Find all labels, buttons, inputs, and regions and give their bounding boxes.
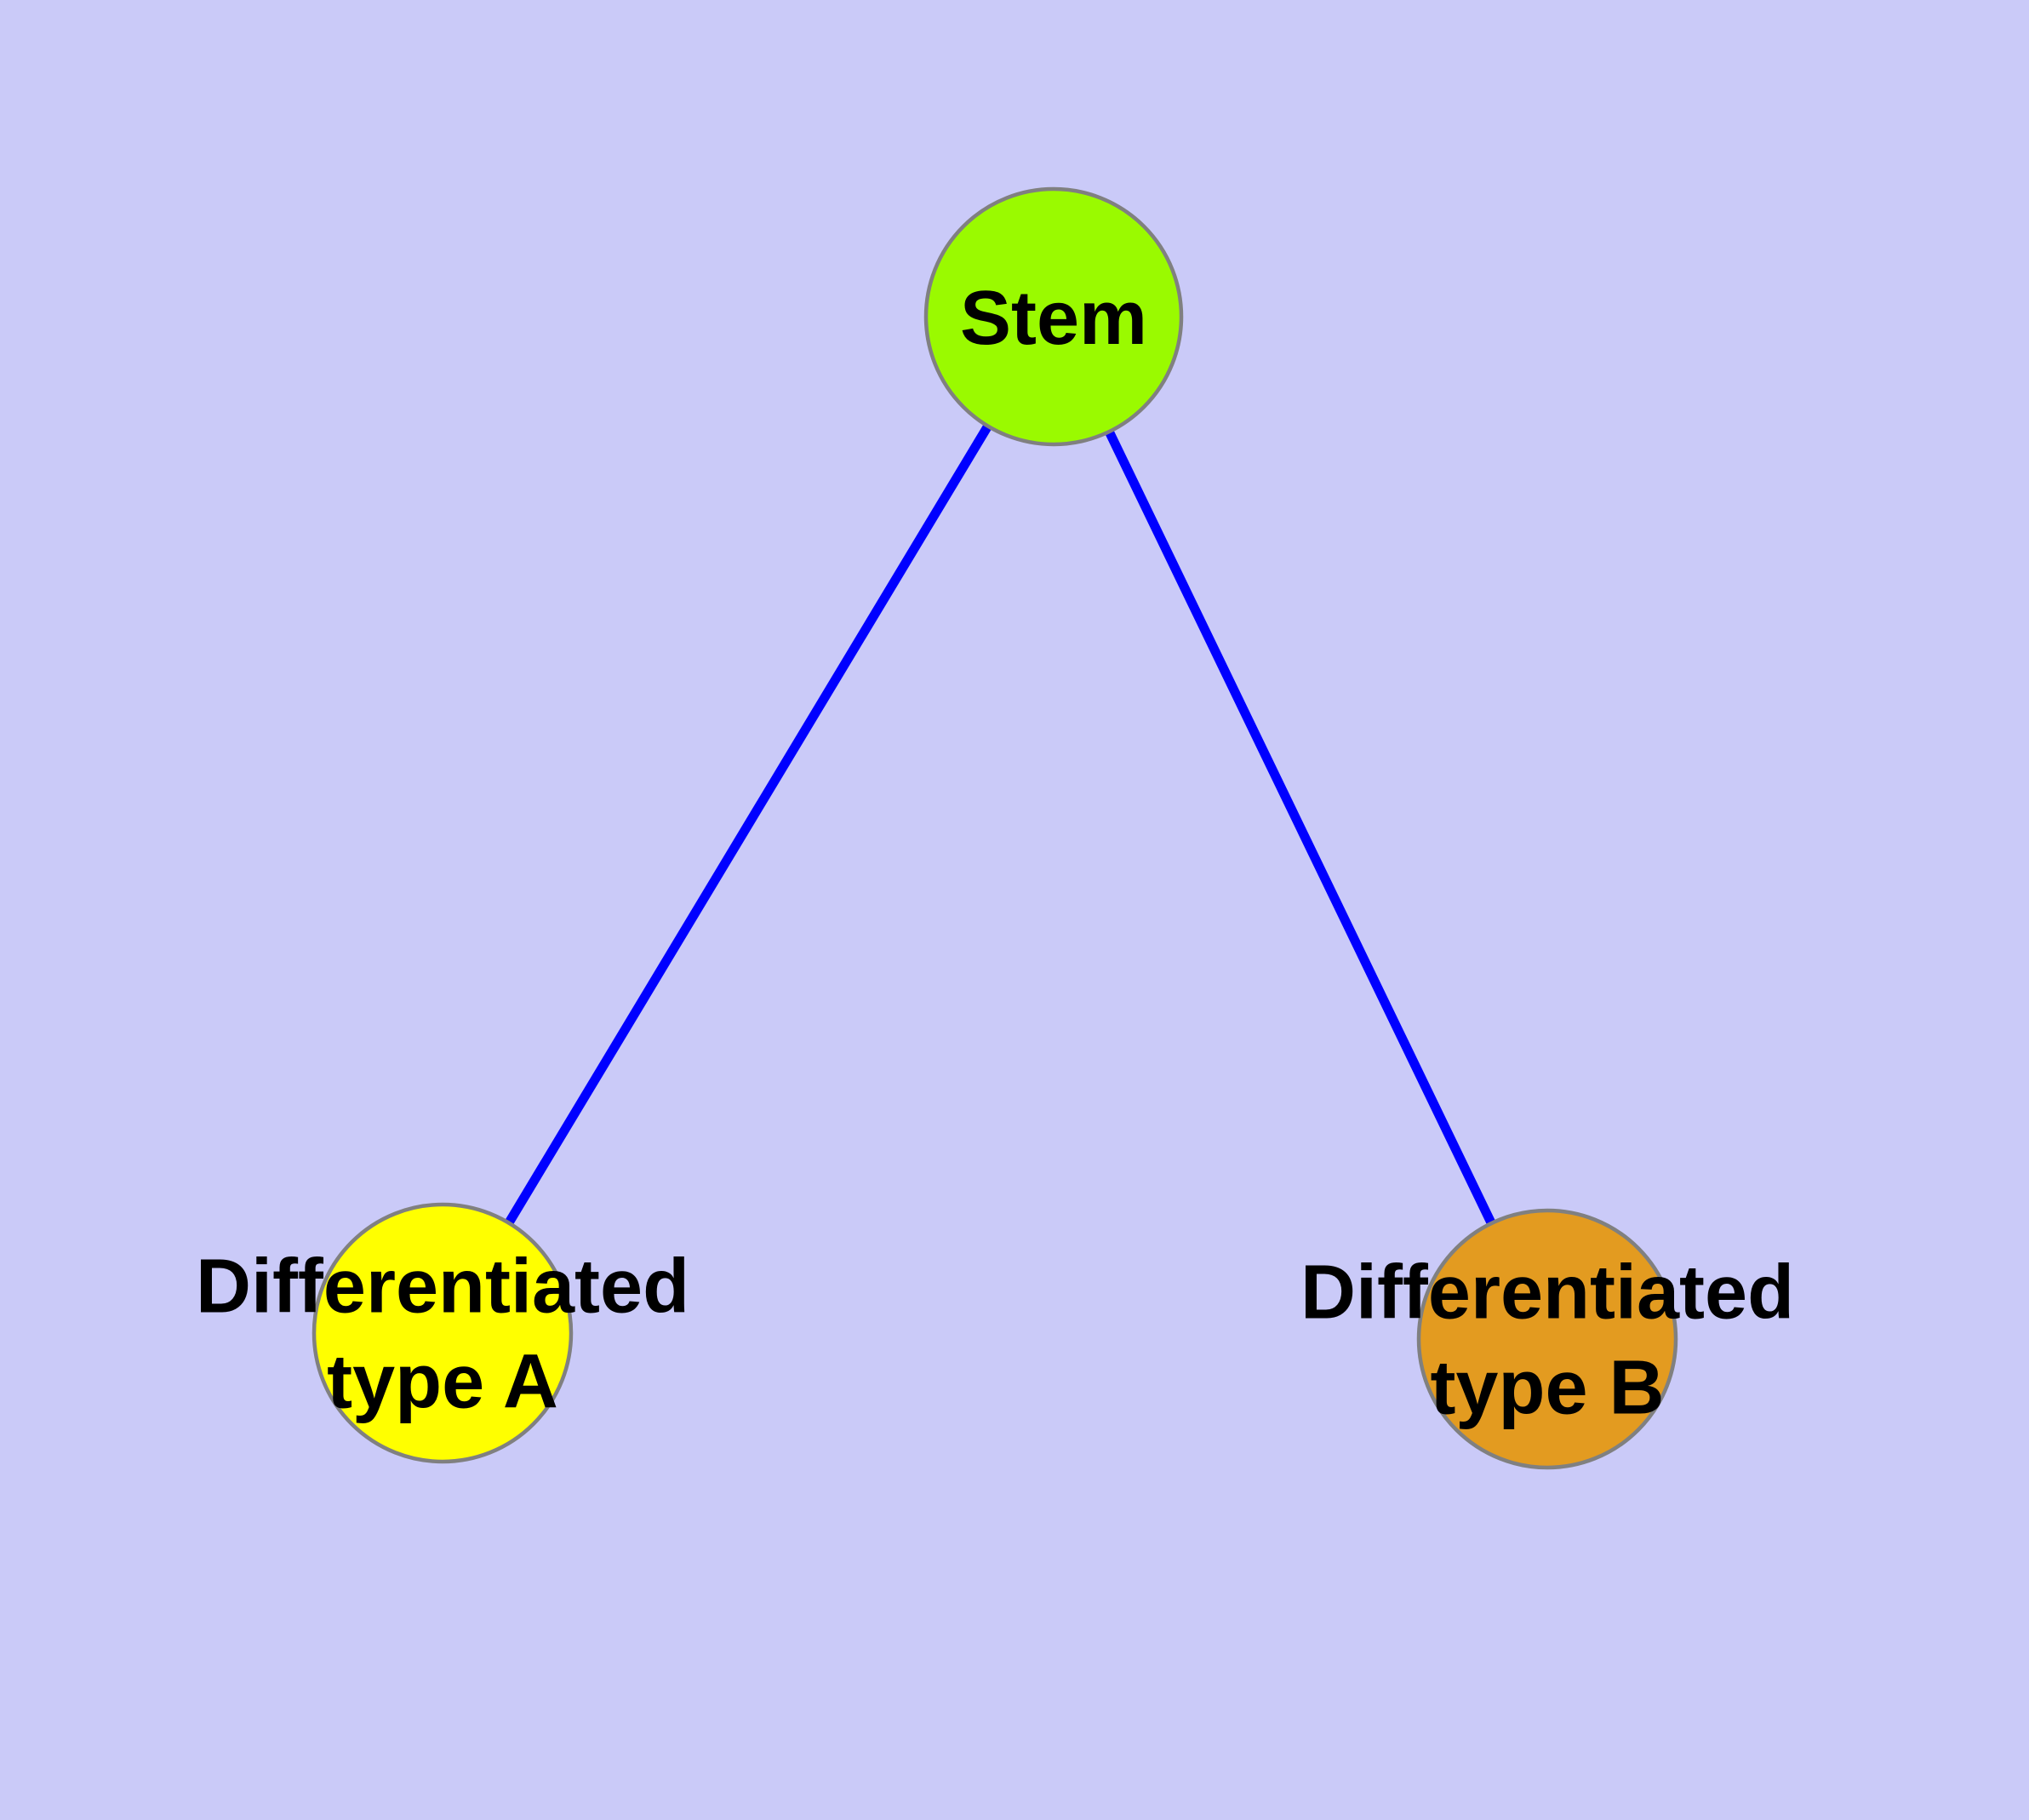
node-type-a (311, 1202, 574, 1464)
edge-stem-to-type-a (438, 314, 1058, 1336)
node-type-b (1416, 1208, 1678, 1470)
node-stem (923, 186, 1184, 447)
edge-stem-to-type-b (1049, 314, 1552, 1342)
